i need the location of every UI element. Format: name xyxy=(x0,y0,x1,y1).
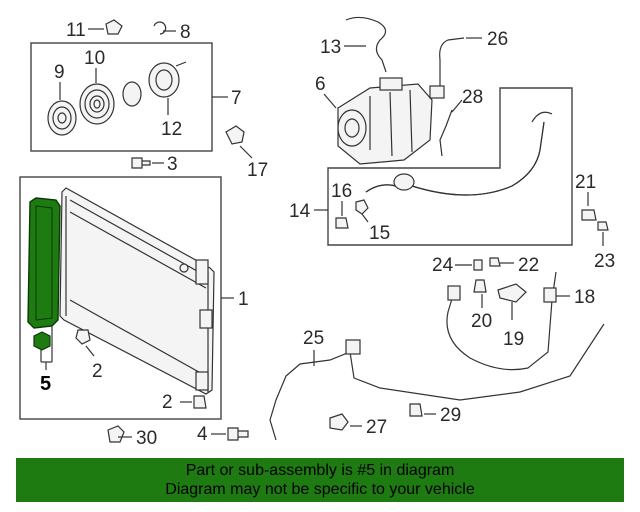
part-17 xyxy=(225,125,245,145)
callout-15: 15 xyxy=(369,223,390,244)
callout-22: 22 xyxy=(518,255,539,276)
callout-17: 17 xyxy=(247,160,268,181)
part-27 xyxy=(329,413,349,431)
callout-24: 24 xyxy=(432,255,454,276)
callout-2a: 2 xyxy=(92,361,103,382)
callout-5: 5 xyxy=(40,373,51,395)
callout-12: 12 xyxy=(161,119,182,140)
part-15 xyxy=(355,199,369,215)
clip-part xyxy=(153,21,167,35)
hose-fitting-26 xyxy=(429,85,445,99)
hose-group-box xyxy=(327,87,573,246)
part-29 xyxy=(409,403,423,417)
callout-13: 13 xyxy=(320,37,341,58)
liquid-line-part-18 xyxy=(446,271,557,371)
callout-11: 11 xyxy=(66,20,86,41)
callout-29: 29 xyxy=(440,405,461,426)
part-24 xyxy=(473,259,483,271)
callout-6: 6 xyxy=(315,74,326,95)
callout-2b: 2 xyxy=(162,392,173,413)
callout-25: 25 xyxy=(303,328,324,349)
part-21 xyxy=(581,209,597,221)
callout-27: 27 xyxy=(366,417,387,438)
pulley-part xyxy=(79,83,115,125)
callout-18: 18 xyxy=(574,287,595,308)
callout-20: 20 xyxy=(471,311,492,332)
callout-7: 7 xyxy=(231,88,242,109)
part-19 xyxy=(497,283,527,303)
clutch-coil-part xyxy=(148,61,187,98)
callout-4: 4 xyxy=(197,424,208,445)
part-23 xyxy=(597,221,609,231)
compressor-part xyxy=(337,77,433,165)
callout-21: 21 xyxy=(575,172,596,193)
hose-part-26 xyxy=(435,37,465,95)
callout-23: 23 xyxy=(594,251,615,272)
oring-part-16 xyxy=(335,217,349,229)
callout-8: 8 xyxy=(180,22,191,43)
clutch-ring-part xyxy=(122,81,142,107)
bracket-part-2b xyxy=(193,395,207,409)
banner-line-1: Part or sub-assembly is #5 in diagram xyxy=(185,462,455,479)
line-fitting-18b xyxy=(543,287,557,303)
discharge-line-part-25 xyxy=(269,323,605,441)
highlighted-part-5 xyxy=(27,197,61,351)
part-22 xyxy=(489,257,501,267)
callout-19: 19 xyxy=(503,329,524,350)
callout-28: 28 xyxy=(462,87,483,108)
clutch-hub-part xyxy=(47,100,77,136)
callout-9: 9 xyxy=(54,62,65,83)
sensor-part xyxy=(105,19,123,35)
part-30 xyxy=(107,425,125,443)
callout-3: 3 xyxy=(167,154,178,175)
callout-10: 10 xyxy=(84,48,105,69)
callout-14: 14 xyxy=(289,201,311,222)
line-fitting-25 xyxy=(345,339,361,355)
pipe-part-28 xyxy=(439,109,453,157)
bolt-part-4 xyxy=(227,427,249,441)
callout-26: 26 xyxy=(487,29,508,50)
part-20 xyxy=(473,279,487,293)
callout-1: 1 xyxy=(238,289,249,310)
hose-fitting-14 xyxy=(393,173,415,191)
info-banner: Part or sub-assembly is #5 in diagram Di… xyxy=(16,458,624,502)
callout-30: 30 xyxy=(136,428,157,449)
callout-16: 16 xyxy=(331,181,352,202)
bracket-part-2a xyxy=(75,329,91,345)
banner-line-2: Diagram may not be specific to your vehi… xyxy=(165,481,475,498)
harness-part xyxy=(345,16,387,73)
bolt-part-3 xyxy=(131,157,151,169)
condenser-part xyxy=(59,187,215,395)
line-fitting-18a xyxy=(447,285,461,301)
